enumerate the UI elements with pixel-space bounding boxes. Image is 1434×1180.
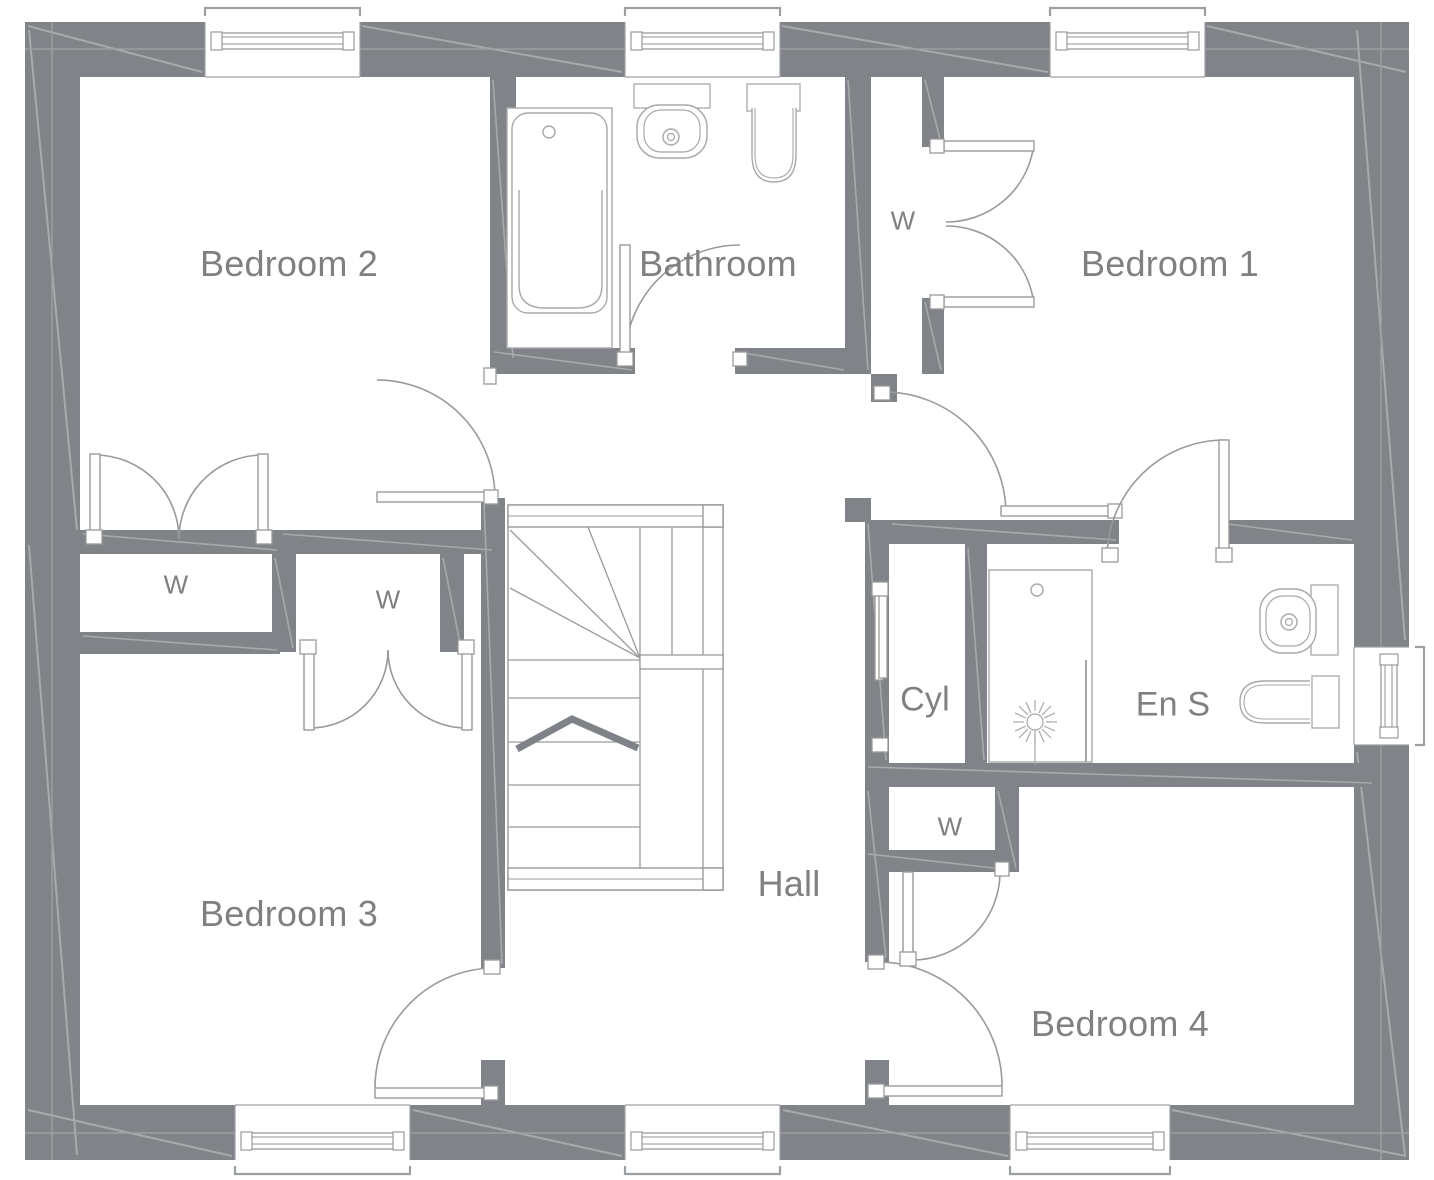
- wardrobe-label-bedroom-3: W: [375, 584, 401, 615]
- door-bathroom[interactable]: [616, 244, 748, 367]
- room-label-bedroom-3: Bedroom 3: [200, 893, 378, 934]
- wardrobe-label-bedroom-1: W: [890, 205, 916, 236]
- window-bedroom-3-south: [233, 1104, 412, 1176]
- window-ensuite-east: [1353, 645, 1426, 747]
- wash-basin-icon-bathroom: [633, 83, 711, 159]
- room-label-bedroom-4: Bedroom 4: [1031, 1003, 1209, 1044]
- window-bathroom-north: [623, 6, 782, 78]
- window-bedroom-4-south: [1008, 1104, 1172, 1176]
- door-bedroom-1[interactable]: [873, 385, 1123, 519]
- wash-basin-icon-ensuite: [1259, 584, 1339, 656]
- staircase-icon: [507, 504, 724, 891]
- room-label-bedroom-1: Bedroom 1: [1081, 243, 1259, 284]
- wardrobe-label-bedroom-2: W: [163, 569, 189, 600]
- door-wardrobe-bedroom-2[interactable]: [85, 453, 273, 545]
- window-hall-south: [623, 1104, 782, 1176]
- door-cyl[interactable]: [871, 581, 889, 753]
- door-bedroom-2[interactable]: [376, 367, 499, 505]
- bathtub-icon: [506, 107, 613, 349]
- stair-handrail: [508, 515, 703, 880]
- exterior-walls: [25, 22, 1409, 1160]
- toilet-icon-ensuite: [1239, 675, 1340, 729]
- internal-walls: [80, 77, 1375, 1108]
- room-label-en-suite: En S: [1135, 685, 1211, 724]
- shower-enclosure-icon: [988, 569, 1093, 765]
- door-wardrobe-bedroom-3[interactable]: [299, 639, 475, 731]
- room-label-cyl: Cyl: [900, 680, 950, 719]
- room-label-bedroom-2: Bedroom 2: [200, 243, 378, 284]
- door-en-suite[interactable]: [1101, 439, 1233, 563]
- toilet-icon-bathroom: [746, 83, 801, 183]
- wardrobe-label-bedroom-4: W: [937, 811, 963, 842]
- room-label-bathroom: Bathroom: [639, 243, 797, 284]
- room-label-hall: Hall: [757, 863, 821, 904]
- door-wardrobe-bedroom-4[interactable]: [899, 861, 1010, 967]
- window-bedroom-1-north: [1048, 6, 1207, 78]
- door-wardrobe-bedroom-1[interactable]: [929, 138, 1035, 310]
- door-bedroom-3[interactable]: [374, 959, 501, 1101]
- window-bedroom-2-north: [203, 6, 362, 78]
